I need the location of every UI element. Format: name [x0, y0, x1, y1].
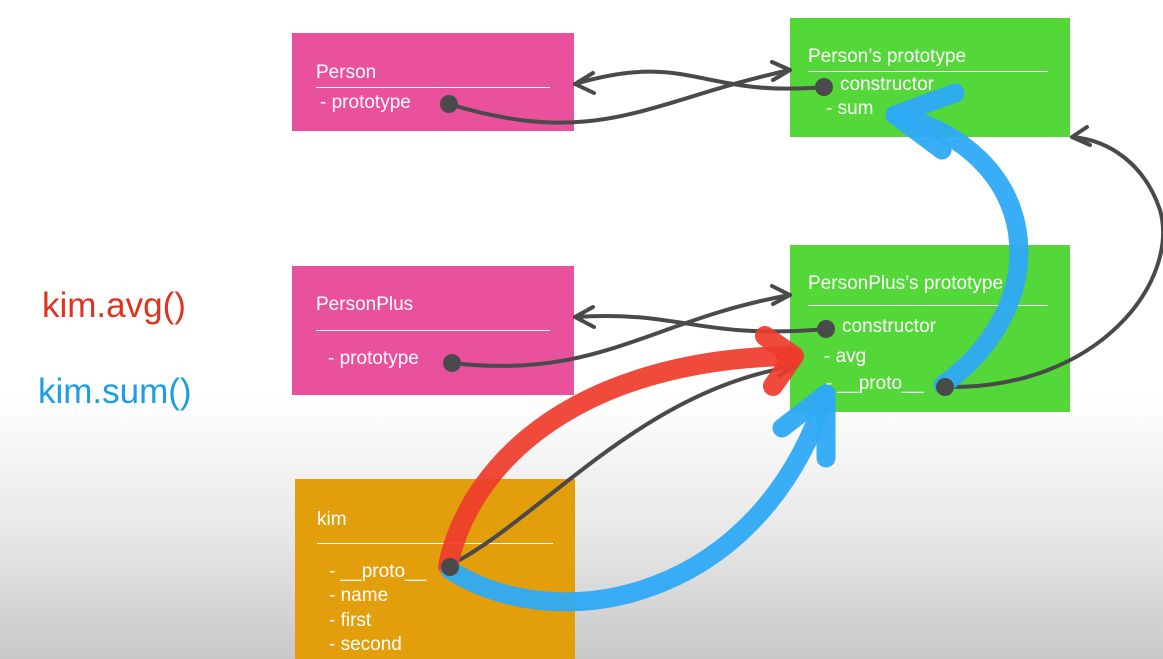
personplus-prototype-title: PersonPlus’s prototype: [808, 273, 1004, 294]
person-prototype-link: [447, 68, 792, 125]
person-prototype-item: - prototype: [320, 92, 411, 113]
personplus-proto-link: [943, 135, 1163, 390]
personplus-prototype-item: - prototype: [328, 348, 419, 369]
kim-proto-item: - __proto__: [329, 561, 427, 582]
person-constructor-link-arrowhead: [573, 71, 596, 95]
person-prototype-title: Person’s prototype: [808, 46, 967, 67]
person-prototype-constructor-item: constructor: [840, 74, 934, 95]
person-title: Person: [316, 62, 377, 83]
personplus-prototype-divider: [808, 305, 1048, 306]
kim-title: kim: [317, 509, 347, 530]
person-prototype-sum-item: - sum: [826, 98, 874, 119]
avg-lookup-path: [438, 326, 804, 576]
personplus-box: PersonPlus - prototype: [292, 266, 574, 395]
personplus-title: PersonPlus: [316, 294, 414, 315]
person-constructor-link: [573, 69, 826, 91]
sum-call-label: kim.sum(): [38, 372, 192, 411]
personplus-constructor-link: [573, 313, 828, 334]
personplus-prototype-avg-item: - avg: [824, 346, 867, 367]
person-prototype-link-arrowhead: [770, 60, 792, 82]
personplus-prototype-constructor-item: constructor: [842, 316, 936, 337]
avg-call-label: kim.avg(): [42, 286, 186, 325]
kim-divider: [317, 543, 553, 544]
kim-proto-link: [448, 364, 797, 567]
person-prototype-dot: [440, 95, 458, 113]
personplus-prototype-link-arrowhead: [770, 284, 792, 306]
personplus-prototype-link: [450, 293, 792, 368]
kim-first-item: - first: [329, 610, 372, 631]
person-constructor-dot: [815, 78, 833, 96]
person-divider: [316, 87, 550, 88]
kim-box: kim - __proto__ - name - first - second: [295, 479, 575, 659]
personplus-proto-dot: [936, 378, 954, 396]
personplus-constructor-link-arrowhead: [573, 305, 596, 329]
person-box: Person - prototype: [292, 33, 574, 131]
sum-lookup-path: [440, 83, 1029, 612]
personplus-constructor-dot: [817, 320, 835, 338]
personplus-proto-link-arrowhead: [1070, 125, 1092, 147]
person-prototype-divider: [808, 71, 1048, 72]
personplus-prototype-dot: [443, 354, 461, 372]
kim-proto-dot: [441, 558, 459, 576]
kim-name-item: - name: [329, 585, 389, 606]
personplus-divider: [316, 330, 550, 331]
personplus-prototype-proto-item: - __proto__: [826, 373, 924, 394]
kim-second-item: - second: [329, 634, 402, 655]
